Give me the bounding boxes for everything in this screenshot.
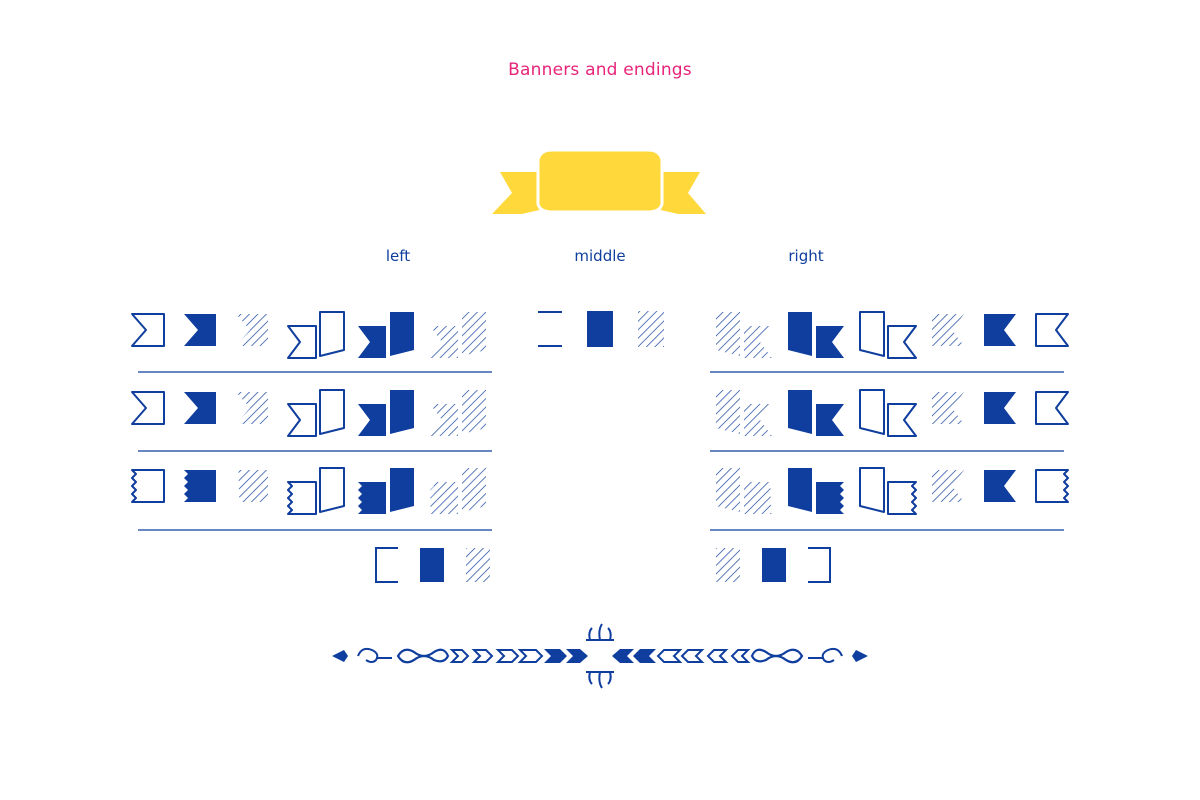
filled-banner-end-icon (358, 390, 414, 436)
hatched-banner-end-icon (932, 392, 964, 424)
hatched-banner-end-icon (716, 390, 772, 436)
outline-banner-end-icon (287, 311, 345, 359)
outline-banner-end-icon (859, 311, 917, 359)
outline-banner-end-icon (287, 467, 345, 515)
column-label-left: left (385, 247, 411, 265)
arrow-flourish-ornament-icon (332, 623, 868, 689)
filled-banner-end-icon (788, 390, 844, 436)
hatched-banner-end-icon (236, 470, 268, 502)
outline-banner-end-icon (287, 389, 345, 437)
outline-banner-end-icon (808, 547, 831, 583)
filled-banner-end-icon (788, 468, 844, 514)
hatched-banner-end-icon (430, 390, 486, 436)
hatched-banner-middle-icon (638, 311, 664, 347)
page-title: Banners and endings (508, 60, 692, 80)
filled-banner-end-icon (762, 548, 786, 582)
hatched-banner-end-icon (932, 314, 964, 346)
hatched-banner-end-icon (716, 548, 740, 582)
hatched-banner-end-icon (932, 470, 964, 502)
outline-banner-end-icon (131, 313, 165, 347)
filled-banner-end-icon (184, 392, 216, 424)
outline-banner-end-icon (131, 469, 165, 503)
ribbon-banner-icon (492, 148, 706, 214)
filled-banner-end-icon (420, 548, 444, 582)
hatched-banner-end-icon (236, 314, 268, 346)
outline-banner-middle-icon (538, 311, 562, 347)
filled-banner-middle-icon (587, 311, 613, 347)
outline-banner-end-icon (859, 389, 917, 437)
outline-banner-end-icon (859, 467, 917, 515)
column-label-middle: middle (574, 247, 626, 265)
outline-banner-end-icon (1035, 313, 1069, 347)
hatched-banner-end-icon (430, 312, 486, 358)
filled-banner-end-icon (984, 470, 1016, 502)
filled-banner-end-icon (984, 314, 1016, 346)
outline-banner-end-icon (1035, 469, 1069, 503)
row-separators (138, 371, 1064, 531)
outline-banner-end-icon (1035, 391, 1069, 425)
filled-banner-end-icon (184, 470, 216, 502)
hatched-banner-end-icon (236, 392, 268, 424)
filled-banner-end-icon (358, 468, 414, 514)
hatched-banner-end-icon (430, 468, 486, 514)
filled-banner-end-icon (984, 392, 1016, 424)
hatched-banner-end-icon (716, 312, 772, 358)
outline-banner-end-icon (375, 547, 398, 583)
hatched-banner-end-icon (716, 468, 772, 514)
hatched-banner-end-icon (466, 548, 490, 582)
filled-banner-end-icon (184, 314, 216, 346)
column-label-right: right (788, 247, 824, 265)
outline-banner-end-icon (131, 391, 165, 425)
filled-banner-end-icon (788, 312, 844, 358)
filled-banner-end-icon (358, 312, 414, 358)
